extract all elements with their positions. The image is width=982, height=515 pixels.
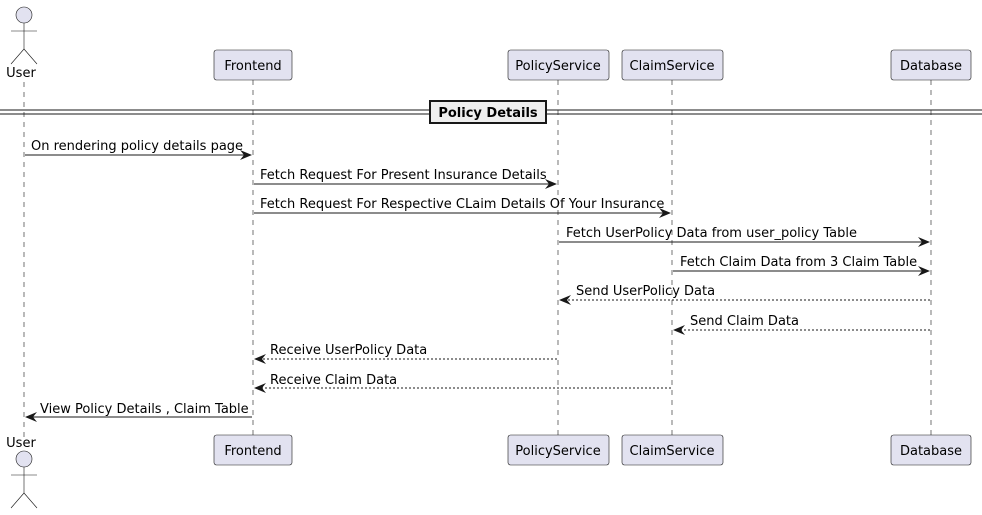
participant-frontend-top: Frontend: [213, 49, 293, 81]
message-3-label: Fetch Request For Respective CLaim Detai…: [260, 197, 664, 212]
message-9: Receive Claim Data: [254, 373, 671, 393]
participant-frontend-label-bottom: Frontend: [224, 444, 281, 459]
message-5-label: Fetch Claim Data from 3 Claim Table: [680, 255, 917, 270]
message-4-label: Fetch UserPolicy Data from user_policy T…: [566, 226, 857, 241]
participant-policyservice-top: PolicyService: [507, 49, 610, 81]
participant-claimservice-label-top: ClaimService: [630, 59, 715, 74]
message-6-label: Send UserPolicy Data: [576, 284, 715, 299]
message-1: On rendering policy details page: [25, 139, 252, 160]
participant-claimservice-bottom: ClaimService: [621, 434, 724, 466]
actor-user-label-bottom: User: [6, 436, 36, 451]
message-2-label: Fetch Request For Present Insurance Deta…: [260, 168, 547, 183]
participant-frontend-label-top: Frontend: [224, 59, 281, 74]
message-10-label: View Policy Details , Claim Table: [40, 402, 249, 417]
message-3: Fetch Request For Respective CLaim Detai…: [254, 197, 671, 218]
message-6: Send UserPolicy Data: [559, 284, 930, 305]
participant-claimservice-label-bottom: ClaimService: [630, 444, 715, 459]
participant-database-top: Database: [890, 49, 972, 81]
actor-user-bottom: User: [6, 436, 38, 509]
message-9-label: Receive Claim Data: [270, 373, 397, 388]
section-separator: Policy Details: [0, 100, 982, 124]
actor-head: [15, 6, 33, 24]
message-7: Send Claim Data: [673, 314, 930, 335]
participant-policyservice-bottom: PolicyService: [507, 434, 610, 466]
message-8-label: Receive UserPolicy Data: [270, 343, 427, 358]
separator-label: Policy Details: [438, 106, 538, 121]
participant-claimservice-top: ClaimService: [621, 49, 724, 81]
message-1-label: On rendering policy details page: [31, 139, 243, 154]
message-4: Fetch UserPolicy Data from user_policy T…: [559, 226, 930, 247]
participant-database-label-top: Database: [900, 59, 962, 74]
participant-policyservice-label-top: PolicyService: [515, 59, 600, 74]
message-8: Receive UserPolicy Data: [254, 343, 557, 364]
message-2: Fetch Request For Present Insurance Deta…: [254, 168, 557, 189]
actor-user-top: User: [6, 6, 38, 81]
participant-policyservice-label-bottom: PolicyService: [515, 444, 600, 459]
actor-head-bottom: [15, 450, 33, 468]
message-10: View Policy Details , Claim Table: [25, 402, 252, 422]
actor-user-label-top: User: [6, 66, 36, 81]
participant-frontend-bottom: Frontend: [213, 434, 293, 466]
participant-database-bottom: Database: [890, 434, 972, 466]
message-5: Fetch Claim Data from 3 Claim Table: [673, 255, 930, 276]
participant-database-label-bottom: Database: [900, 444, 962, 459]
message-7-label: Send Claim Data: [690, 314, 799, 329]
